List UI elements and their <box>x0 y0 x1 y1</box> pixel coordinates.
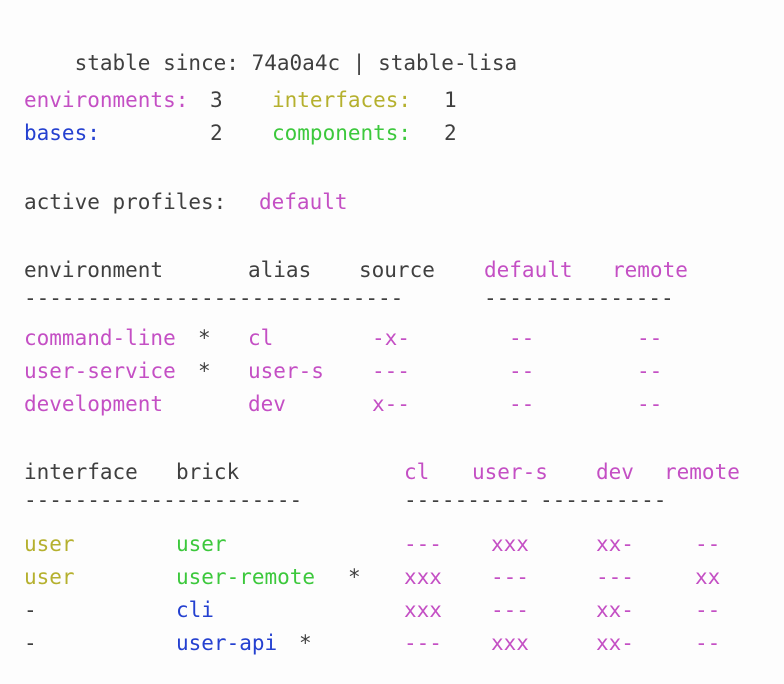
env-row-source: x-- <box>372 392 410 416</box>
env-row-alias: cl <box>248 326 274 350</box>
env-row-name: development <box>24 392 164 416</box>
env-row-name: command-line <box>24 326 176 350</box>
bases-label: bases: <box>24 121 100 145</box>
iface-row-interface: user <box>24 532 75 556</box>
env-row-star: * <box>198 326 211 350</box>
env-row-remote: -- <box>637 326 663 350</box>
iface-header-brick: brick <box>176 460 240 484</box>
stable-since-tag: stable-lisa <box>378 51 518 75</box>
env-row-star: * <box>198 359 211 383</box>
env-row-default: -- <box>509 359 535 383</box>
env-header-remote: remote <box>612 258 688 282</box>
env-row-default: -- <box>509 326 535 350</box>
env-row-source: -x- <box>372 326 410 350</box>
iface-row-brick: user <box>176 532 227 556</box>
iface-header-remote: remote <box>664 460 740 484</box>
env-header-default: default <box>484 258 573 282</box>
environments-label: environments: <box>24 88 189 112</box>
iface-rule-mid: ---------- <box>404 488 531 512</box>
iface-row-remote: -- <box>695 598 721 622</box>
stable-since-sha: 74a0a4c <box>251 51 341 75</box>
env-row-alias: user-s <box>248 359 324 383</box>
iface-row-remote: -- <box>695 631 721 655</box>
iface-header-user-s: user-s <box>472 460 548 484</box>
iface-row-dev: xx- <box>596 598 634 622</box>
iface-row-interface: - <box>24 631 37 655</box>
stable-since-line: stable since: 74a0a4c | stable-lisa <box>24 14 518 113</box>
components-label: components: <box>272 121 412 145</box>
active-profiles-label: active profiles: <box>24 190 227 214</box>
iface-row-dev: --- <box>596 565 634 589</box>
stable-since-separator: | <box>352 51 366 75</box>
env-header-alias: alias <box>248 258 312 282</box>
env-rule-left: ------------------------------ <box>24 286 404 310</box>
iface-row-star: * <box>299 631 312 655</box>
env-row-name: user-service <box>24 359 176 383</box>
iface-rule-left: ---------------------- <box>24 488 303 512</box>
iface-row-brick: user-api <box>176 631 278 655</box>
iface-row-remote: -- <box>695 532 721 556</box>
iface-row-cl: --- <box>404 631 442 655</box>
iface-row-user-s: xxx <box>491 631 529 655</box>
iface-row-cl: --- <box>404 532 442 556</box>
environments-value: 3 <box>210 88 223 112</box>
iface-row-interface: user <box>24 565 75 589</box>
iface-header-cl: cl <box>404 460 430 484</box>
iface-header-interface: interface <box>24 460 138 484</box>
iface-row-user-s: --- <box>491 598 529 622</box>
iface-row-user-s: xxx <box>491 532 529 556</box>
iface-row-star: * <box>348 565 361 589</box>
env-header-source: source <box>359 258 435 282</box>
env-rule-right: --------------- <box>484 286 674 310</box>
env-header-environment: environment <box>24 258 164 282</box>
iface-row-interface: - <box>24 598 37 622</box>
iface-row-dev: xx- <box>596 532 634 556</box>
iface-row-remote: xx <box>695 565 721 589</box>
env-row-alias: dev <box>248 392 286 416</box>
active-profiles-value: default <box>259 190 348 214</box>
stable-since-label: stable since: <box>74 51 239 75</box>
interfaces-value: 1 <box>444 88 457 112</box>
iface-row-cl: xxx <box>404 598 442 622</box>
env-row-remote: -- <box>637 392 663 416</box>
iface-row-cl: xxx <box>404 565 442 589</box>
env-row-default: -- <box>509 392 535 416</box>
env-row-source: --- <box>372 359 410 383</box>
iface-row-user-s: --- <box>491 565 529 589</box>
iface-header-dev: dev <box>596 460 634 484</box>
env-row-remote: -- <box>637 359 663 383</box>
iface-row-brick: cli <box>176 598 214 622</box>
iface-row-brick: user-remote <box>176 565 316 589</box>
bases-value: 2 <box>210 121 223 145</box>
components-value: 2 <box>444 121 457 145</box>
iface-row-dev: xx- <box>596 631 634 655</box>
iface-rule-right: ---------- <box>540 488 667 512</box>
interfaces-label: interfaces: <box>272 88 412 112</box>
